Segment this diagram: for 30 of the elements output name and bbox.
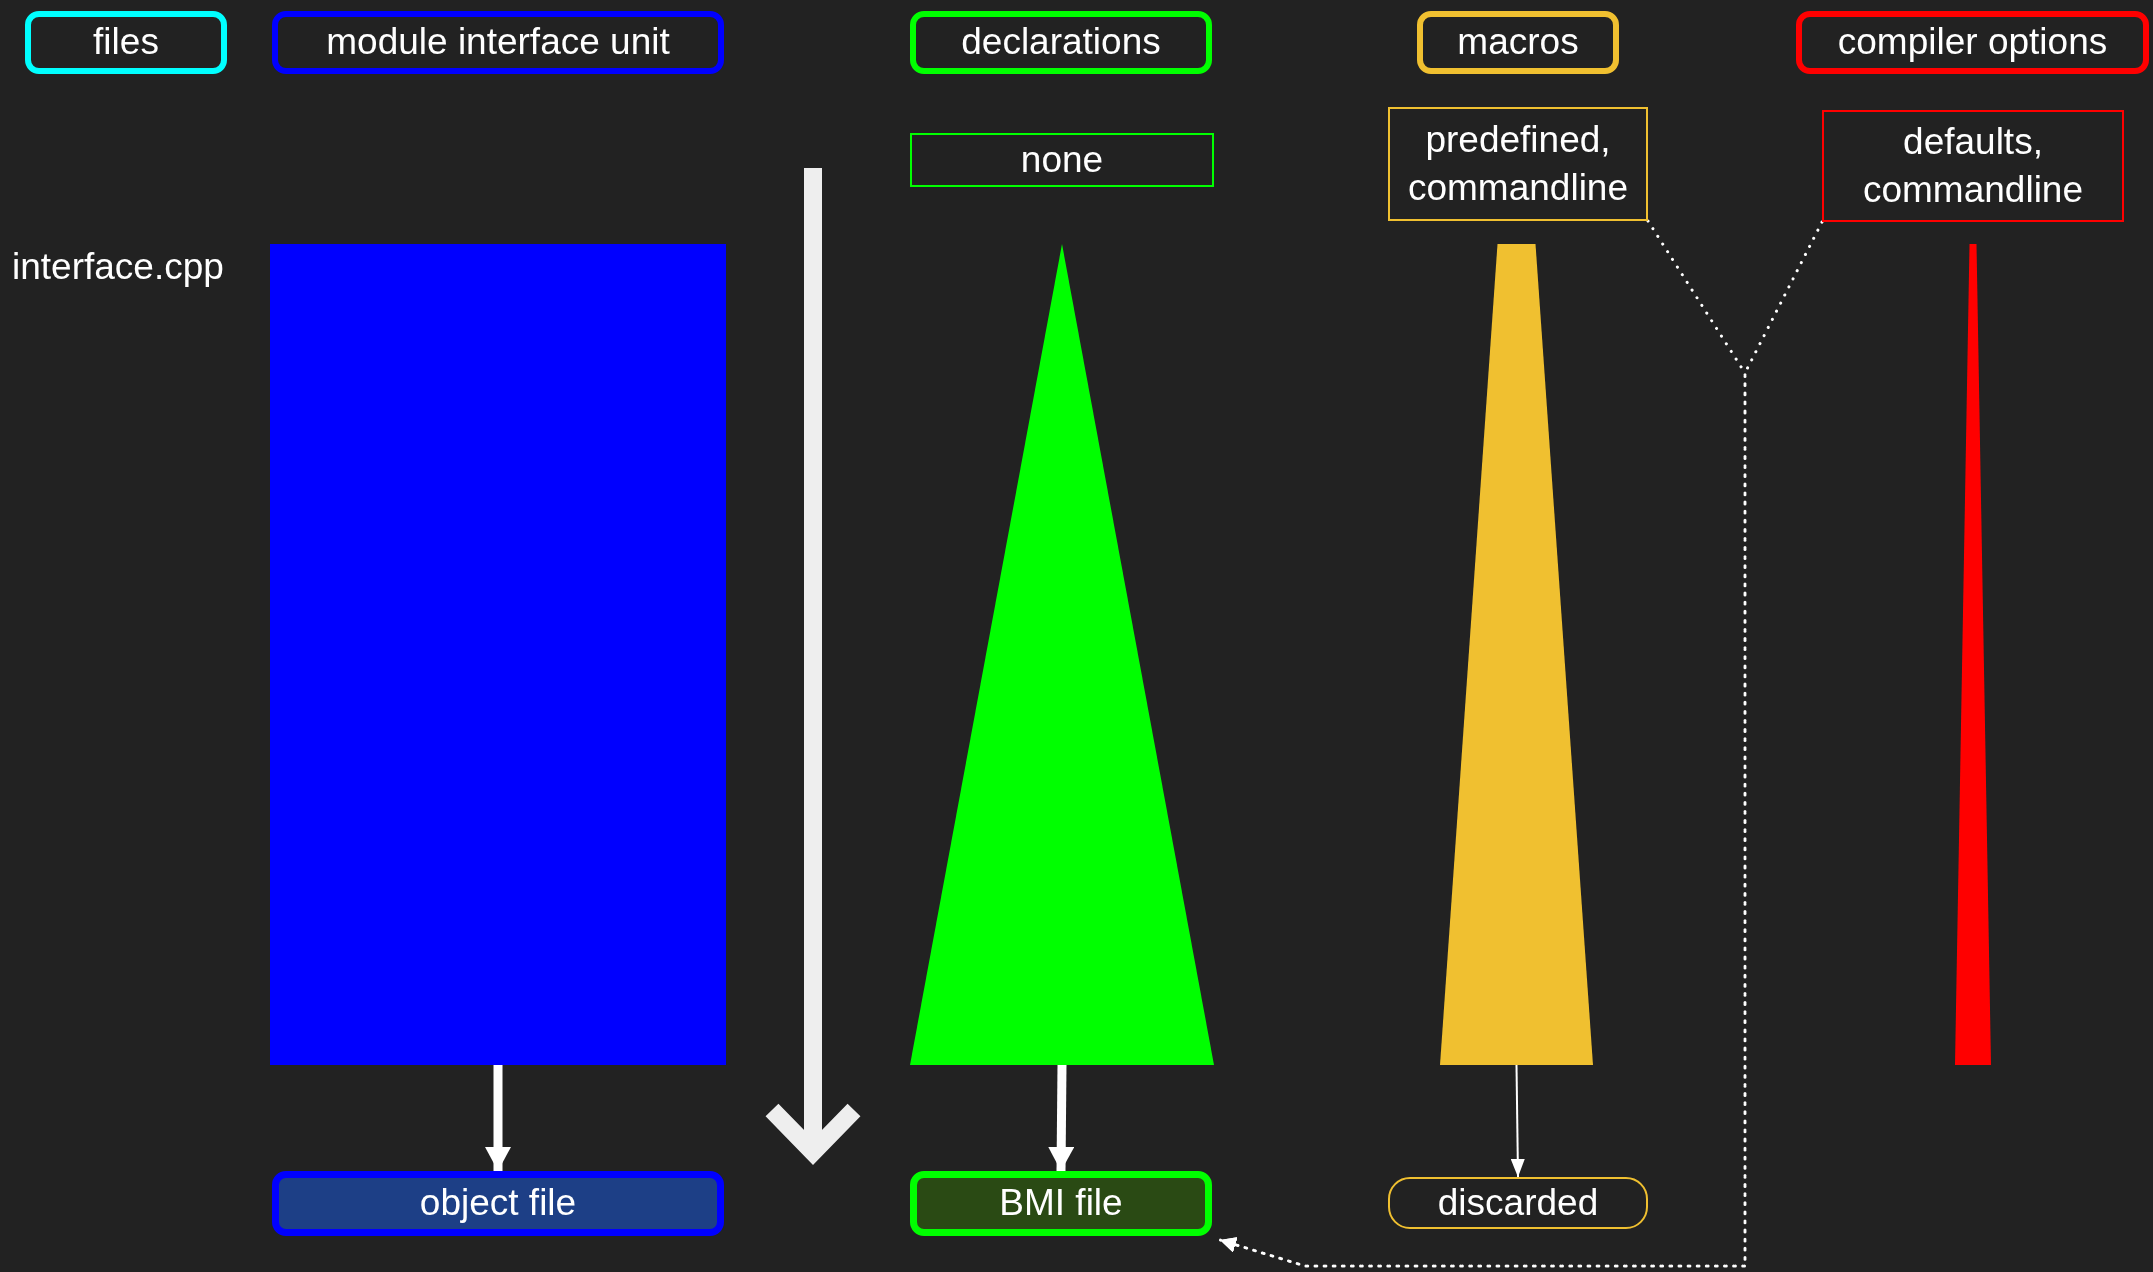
triangle-shape bbox=[910, 244, 1214, 1065]
node-text: object file bbox=[418, 1181, 578, 1226]
module-block bbox=[270, 244, 726, 1065]
node-text: predefined, commandline bbox=[1406, 117, 1630, 210]
output-box bbox=[272, 1171, 724, 1236]
arrow bbox=[485, 1065, 511, 1171]
node-text: declarations bbox=[960, 20, 1162, 65]
arrow bbox=[1510, 1064, 1525, 1178]
node-text: compiler options bbox=[1836, 20, 2109, 65]
source-box bbox=[1822, 110, 2124, 222]
node-text: files bbox=[92, 20, 160, 65]
source-box bbox=[910, 133, 1214, 187]
category-header bbox=[272, 11, 724, 74]
trapezoid-shape bbox=[1955, 244, 1991, 1065]
node-text: none bbox=[1019, 137, 1105, 182]
category-header bbox=[1796, 11, 2149, 74]
category-header bbox=[1417, 11, 1619, 74]
node-text: BMI file bbox=[998, 1181, 1124, 1226]
output-box bbox=[1388, 1177, 1648, 1229]
node-text: macros bbox=[1456, 20, 1580, 65]
category-header bbox=[25, 11, 227, 74]
node-text: defaults, commandline bbox=[1861, 119, 2085, 212]
node-text: module interface unit bbox=[325, 20, 671, 65]
trapezoid-shape bbox=[1440, 244, 1593, 1065]
arrow bbox=[1048, 1064, 1075, 1172]
node-text: discarded bbox=[1436, 1180, 1600, 1225]
output-box bbox=[910, 1171, 1212, 1236]
file-name-label: interface.cpp bbox=[12, 246, 224, 288]
category-header bbox=[910, 11, 1212, 74]
source-box bbox=[1388, 107, 1648, 221]
